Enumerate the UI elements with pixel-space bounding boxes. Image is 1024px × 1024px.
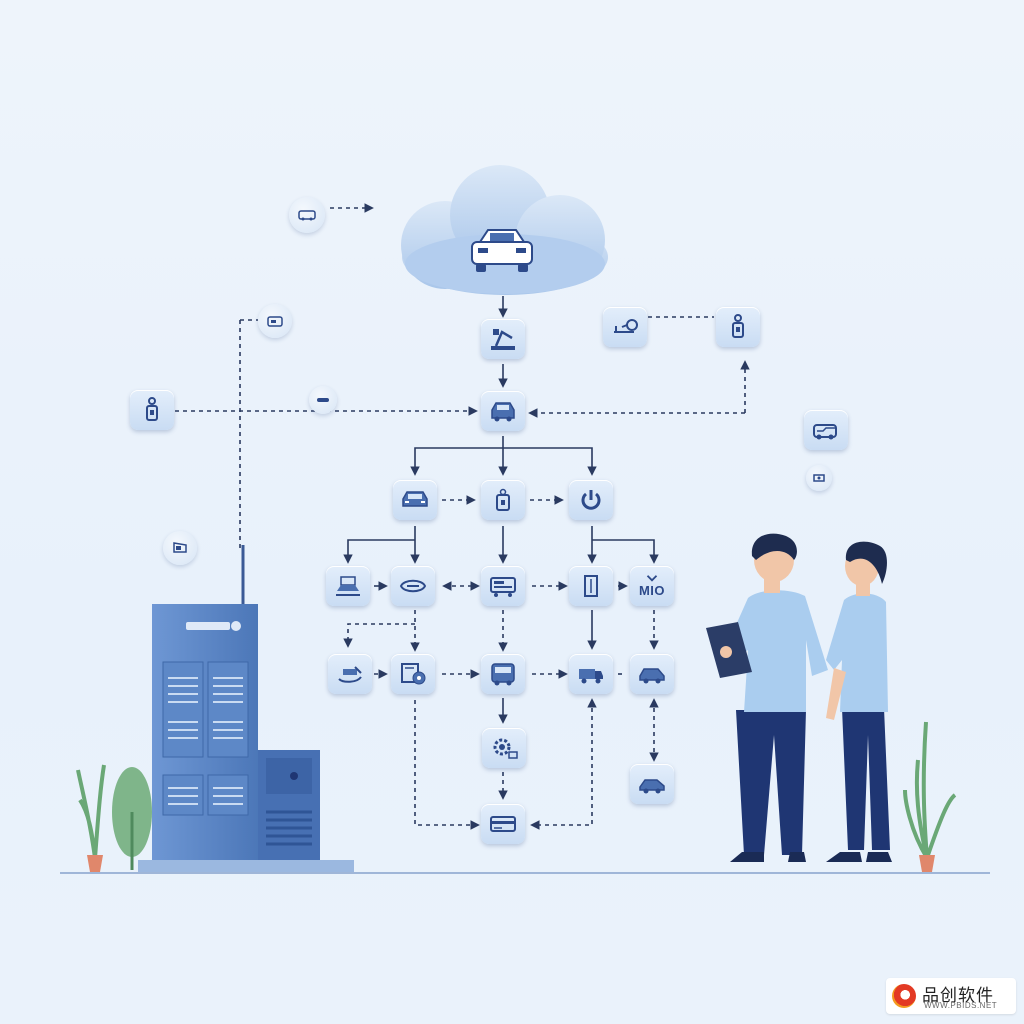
truck-node xyxy=(569,654,613,694)
plant-left xyxy=(76,764,106,872)
car-repair-node xyxy=(630,654,674,694)
car-side-node xyxy=(630,764,674,804)
bubble-car-icon xyxy=(289,197,325,233)
watermark-url: WWW.PBIDS.NET xyxy=(924,1001,998,1010)
bubble-dash-icon xyxy=(309,386,337,414)
mio-node: MIO xyxy=(630,566,674,606)
car-front-node xyxy=(393,480,437,520)
car-lift-node xyxy=(326,566,370,606)
cloud-car-icon xyxy=(471,229,533,272)
person-with-tablet xyxy=(706,533,828,862)
robot-arm-node xyxy=(481,319,525,359)
key-fob-node xyxy=(716,307,760,347)
car-scan-node xyxy=(328,654,372,694)
bubble-card-icon xyxy=(258,304,292,338)
mio-label: MIO xyxy=(638,583,666,598)
power-node xyxy=(569,480,613,520)
plant-bush xyxy=(112,767,152,870)
key-tag-node-left xyxy=(130,390,174,430)
door-panel-node xyxy=(569,566,613,606)
watermark-text: 品创软件 xyxy=(922,986,994,1006)
plant-right xyxy=(903,721,957,872)
bubble-tag-icon xyxy=(806,465,832,491)
person-standing xyxy=(826,541,892,862)
central-car-node xyxy=(481,391,525,431)
dashboard-node xyxy=(481,566,525,606)
bus-node xyxy=(481,654,525,694)
tablet-check-node xyxy=(603,307,647,347)
pbids-watermark-logo: 品创软件 WWW.PBIDS.NET xyxy=(886,978,1016,1014)
connectors xyxy=(175,203,750,830)
key-lock-node xyxy=(481,480,525,520)
card-reader-node xyxy=(481,804,525,844)
pbids-logo-icon xyxy=(892,984,916,1008)
gear-settings-node xyxy=(482,728,526,768)
car-diagnostics-node xyxy=(804,410,848,450)
steering-link-node xyxy=(391,566,435,606)
bubble-flag-icon xyxy=(163,531,197,565)
settings-document-node xyxy=(391,654,435,694)
server-rack xyxy=(138,545,354,872)
